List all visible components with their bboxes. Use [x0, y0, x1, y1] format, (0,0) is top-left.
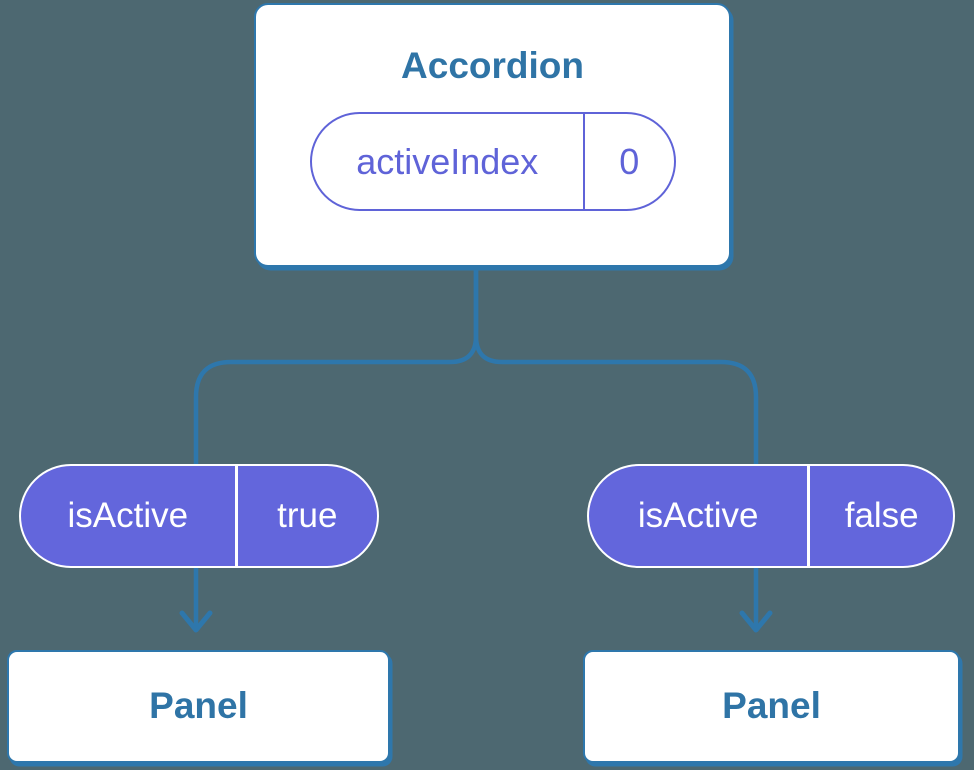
state-value-label: 0 — [583, 114, 674, 210]
connector-left-branch — [193, 266, 479, 626]
panel-component-card-left: Panel — [7, 650, 390, 763]
component-title: Panel — [722, 685, 821, 727]
prop-pill-isactive-true: isActive true — [19, 464, 379, 568]
prop-value-label: true — [234, 466, 377, 566]
prop-pill-isactive-false: isActive false — [587, 464, 955, 568]
connector-right-branch — [473, 266, 759, 626]
component-title: Panel — [149, 685, 248, 727]
component-title: Accordion — [401, 45, 584, 86]
state-pill: activeIndex 0 — [309, 112, 676, 212]
prop-value-label: false — [807, 466, 953, 566]
state-name-label: activeIndex — [356, 140, 539, 182]
accordion-component-card: Accordion activeIndex 0 — [254, 3, 731, 267]
arrow-down-icon — [739, 610, 773, 633]
panel-component-card-right: Panel — [583, 650, 960, 763]
prop-name-label: isActive — [637, 496, 759, 535]
prop-name-label: isActive — [67, 496, 189, 535]
arrow-down-icon — [179, 610, 213, 633]
